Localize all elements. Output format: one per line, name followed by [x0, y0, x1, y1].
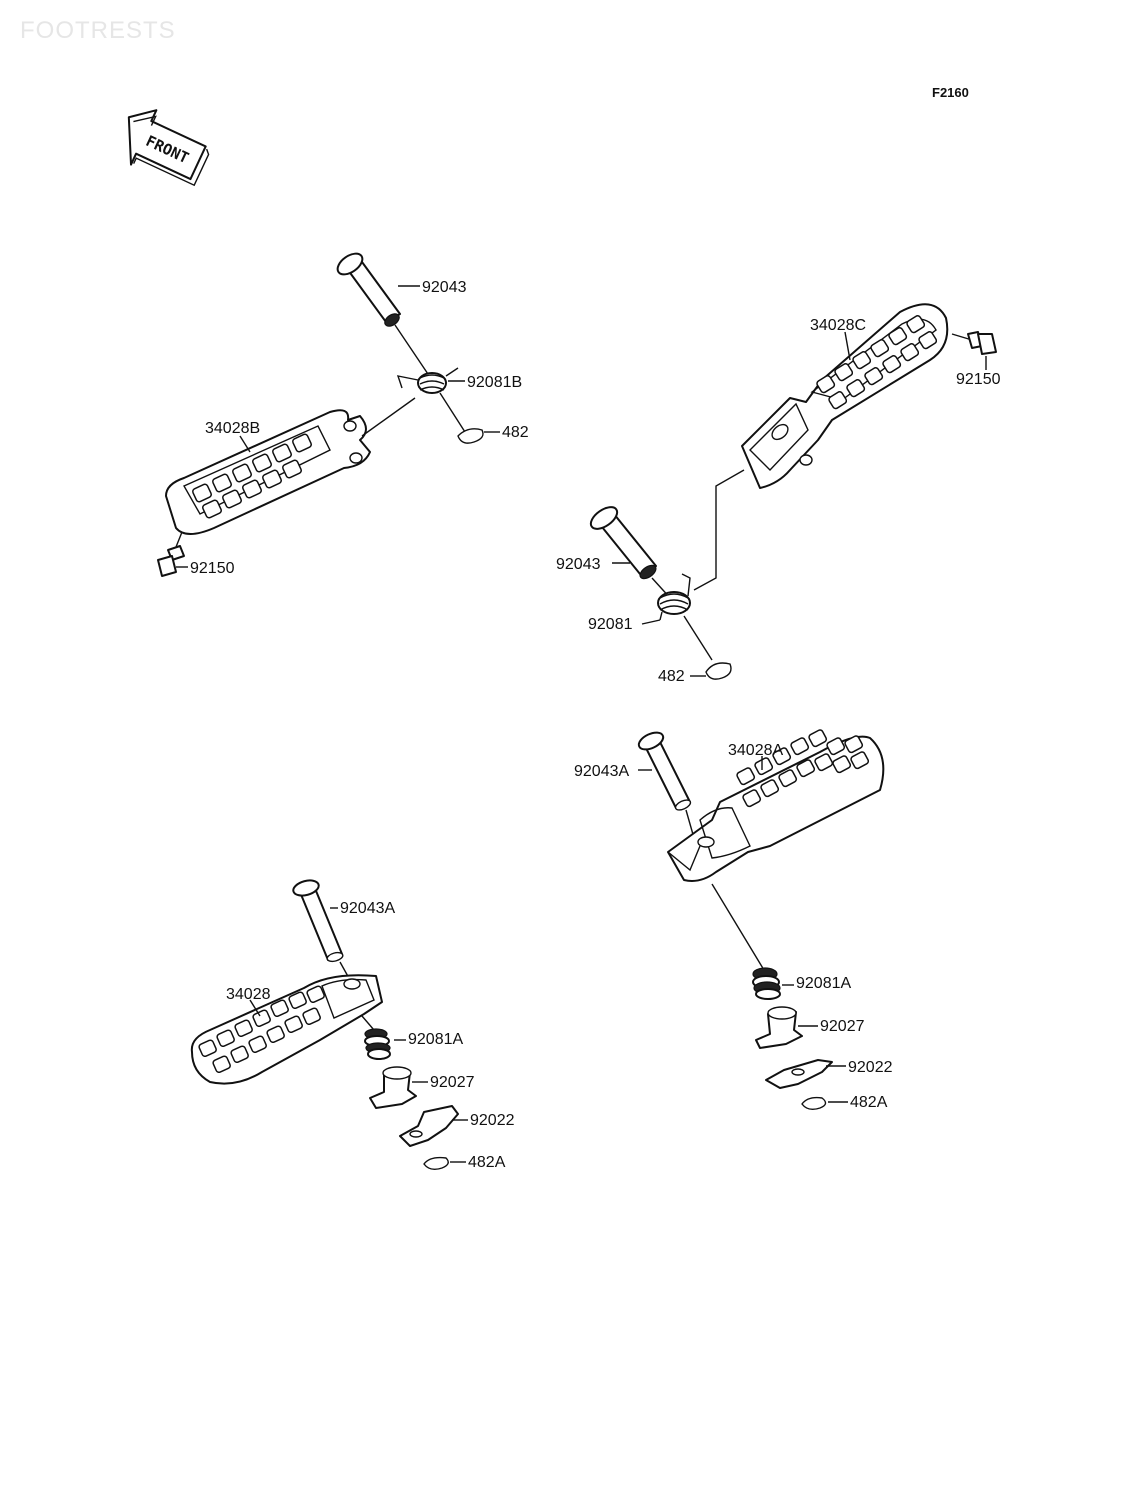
label-34028b-upper-left: 34028B	[205, 420, 260, 437]
clip-482a-lower-right	[801, 1096, 827, 1111]
label-92150-upper-right: 92150	[956, 371, 1001, 388]
label-92022-lower-left: 92022	[470, 1112, 515, 1129]
footpeg-34028-lower-left	[190, 974, 383, 1085]
label-92043a-lower-left: 92043A	[340, 900, 395, 917]
label-92043-upper-left: 92043	[422, 279, 467, 296]
rubber-pads-34028a	[736, 729, 870, 808]
label-482a-lower-right: 482A	[850, 1094, 888, 1111]
label-482-upper-right: 482	[658, 668, 685, 685]
label-92150-upper-left: 92150	[190, 560, 235, 577]
footpeg-34028a-lower-right	[667, 729, 885, 882]
footpeg-34028b-upper-left	[165, 397, 416, 535]
plate-92022-lower-left	[399, 1105, 459, 1147]
label-92027-lower-right: 92027	[820, 1018, 865, 1035]
label-92043a-lower-right: 92043A	[574, 763, 629, 780]
bolt-92150-upper-left	[157, 531, 185, 577]
label-482-upper-left: 482	[502, 424, 529, 441]
label-34028c-upper-right: 34028C	[810, 317, 866, 334]
bolt-92150-upper-right	[951, 331, 997, 355]
front-direction-arrow: FRONT	[127, 109, 210, 187]
rubber-pads-34028	[198, 985, 325, 1074]
lower-left-assembly: 92043A 34028	[190, 879, 515, 1171]
label-92081a-lower-left: 92081A	[408, 1031, 463, 1048]
label-92027-lower-left: 92027	[430, 1074, 475, 1091]
pin-92043a-lower-left	[292, 879, 351, 981]
pin-92043-upper-right	[589, 506, 673, 601]
label-34028a-lower-right: 34028A	[728, 742, 783, 759]
clip-482-upper-right	[705, 662, 732, 680]
rubber-pads-34028b	[192, 433, 312, 519]
ball-92027-lower-right	[755, 1006, 803, 1049]
pin-92043-upper-left	[336, 252, 433, 381]
plate-92022-lower-right	[765, 1059, 833, 1089]
ball-92027-lower-left	[369, 1066, 417, 1109]
spring-92081b-upper-left	[396, 367, 459, 394]
figure-code: F2160	[932, 85, 969, 100]
label-92081b-upper-left: 92081B	[467, 374, 522, 391]
spring-92081a-lower-right	[752, 967, 781, 1000]
label-92043-upper-right: 92043	[556, 556, 601, 573]
watermark-title: FOOTRESTS	[20, 17, 176, 44]
label-92022-lower-right: 92022	[848, 1059, 893, 1076]
lower-right-assembly: 92043A	[574, 729, 893, 1111]
clip-482a-lower-left	[423, 1156, 449, 1171]
label-92081a-lower-right: 92081A	[796, 975, 851, 992]
upper-left-assembly: 92043 92081B 482	[157, 252, 529, 577]
label-482a-lower-left: 482A	[468, 1154, 506, 1171]
spring-92081-upper-right	[657, 573, 691, 621]
spring-92081a-lower-left	[361, 1015, 391, 1060]
pin-92043a-lower-right	[637, 731, 695, 839]
label-92081-upper-right: 92081	[588, 616, 633, 633]
upper-right-assembly: 34028C 92150 92043 92081	[556, 303, 1001, 685]
label-34028-lower-left: 34028	[226, 986, 271, 1003]
rubber-pads-34028c	[816, 315, 938, 410]
footpeg-34028c-upper-right	[741, 303, 949, 489]
clip-482-upper-left	[457, 428, 484, 444]
